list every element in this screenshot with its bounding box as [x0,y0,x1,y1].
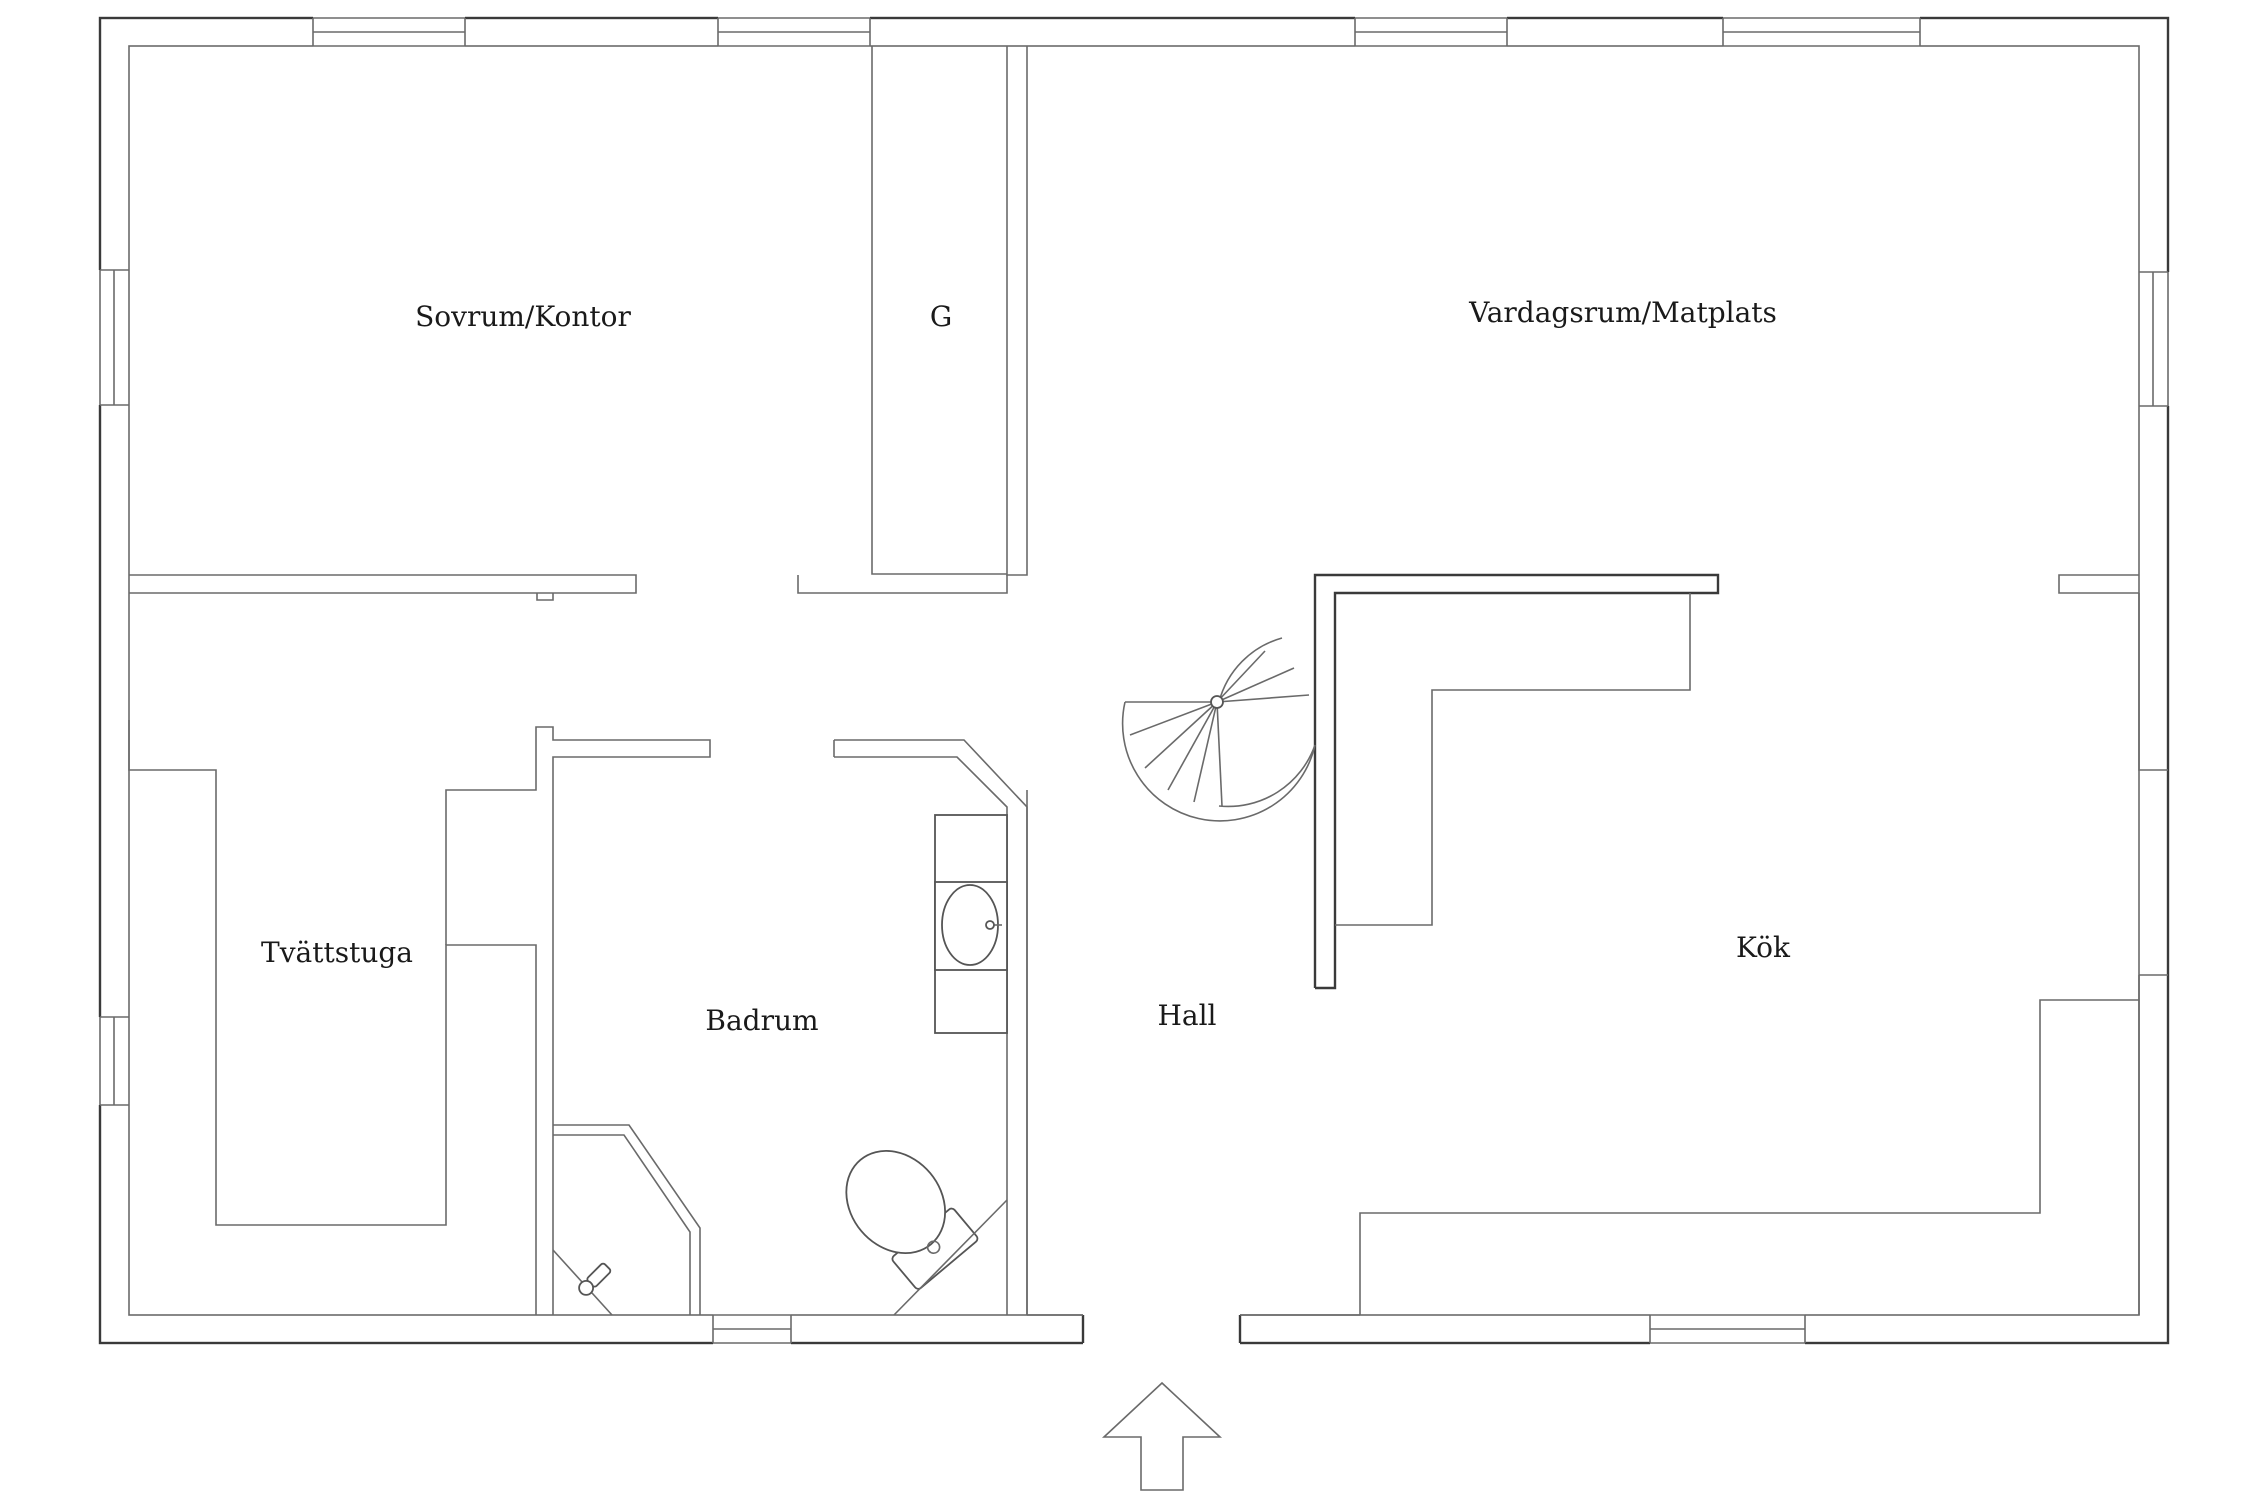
label-hall: Hall [1157,999,1216,1032]
window-top-2 [717,16,871,48]
window-top-1 [312,16,466,48]
shower-icon [552,1124,701,1316]
window-top-4 [1722,16,1921,48]
window-top-3 [1354,16,1508,48]
label-sovrum: Sovrum/Kontor [415,300,631,333]
window-bottom-2 [1649,1313,1806,1345]
window-left-1 [98,269,131,406]
sink-icon [934,814,1008,1034]
entrance-door [1026,790,1360,1348]
entrance-arrow-icon [1101,1381,1223,1491]
label-badrum: Badrum [705,1004,818,1037]
window-left-2 [98,1016,131,1106]
label-tvattstuga: Tvättstuga [261,936,413,969]
label-kok: Kök [1736,931,1791,964]
spiral-staircase-icon [1121,637,1316,822]
interior-walls [128,46,2168,1315]
exterior-walls [98,16,2170,1345]
label-garderob: G [930,300,952,333]
room-labels: Sovrum/Kontor G Vardagsrum/Matplats Tvät… [261,296,1791,1037]
windows [98,16,2170,1345]
toilet-icon [845,1150,1008,1316]
window-right-1 [2137,271,2170,407]
window-bottom-1 [712,1313,792,1345]
label-vardagsrum: Vardagsrum/Matplats [1468,296,1777,329]
